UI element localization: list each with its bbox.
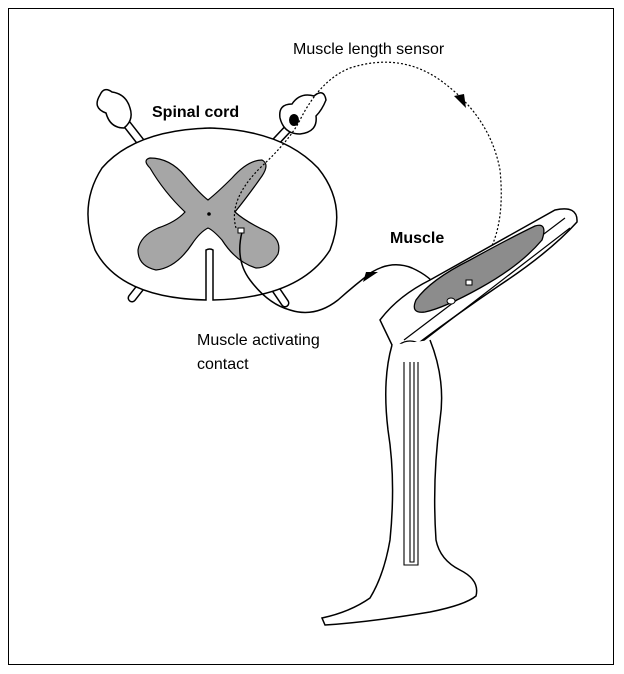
motor-neuron-terminal (238, 228, 244, 233)
muscle-label: Muscle (390, 230, 444, 247)
central-canal (207, 212, 211, 216)
muscle-activating-label-line1: Muscle activating (197, 332, 320, 349)
muscle-spindle (466, 280, 472, 285)
motor-endplate (447, 298, 455, 304)
lower-leg-outline (322, 340, 477, 625)
muscle-length-sensor-label: Muscle length sensor (293, 41, 445, 58)
muscle-activating-label-line2: contact (197, 356, 249, 373)
spinal-cord-label: Spinal cord (152, 104, 239, 121)
sensory-arrow (454, 94, 466, 108)
motor-arrow (363, 272, 378, 282)
